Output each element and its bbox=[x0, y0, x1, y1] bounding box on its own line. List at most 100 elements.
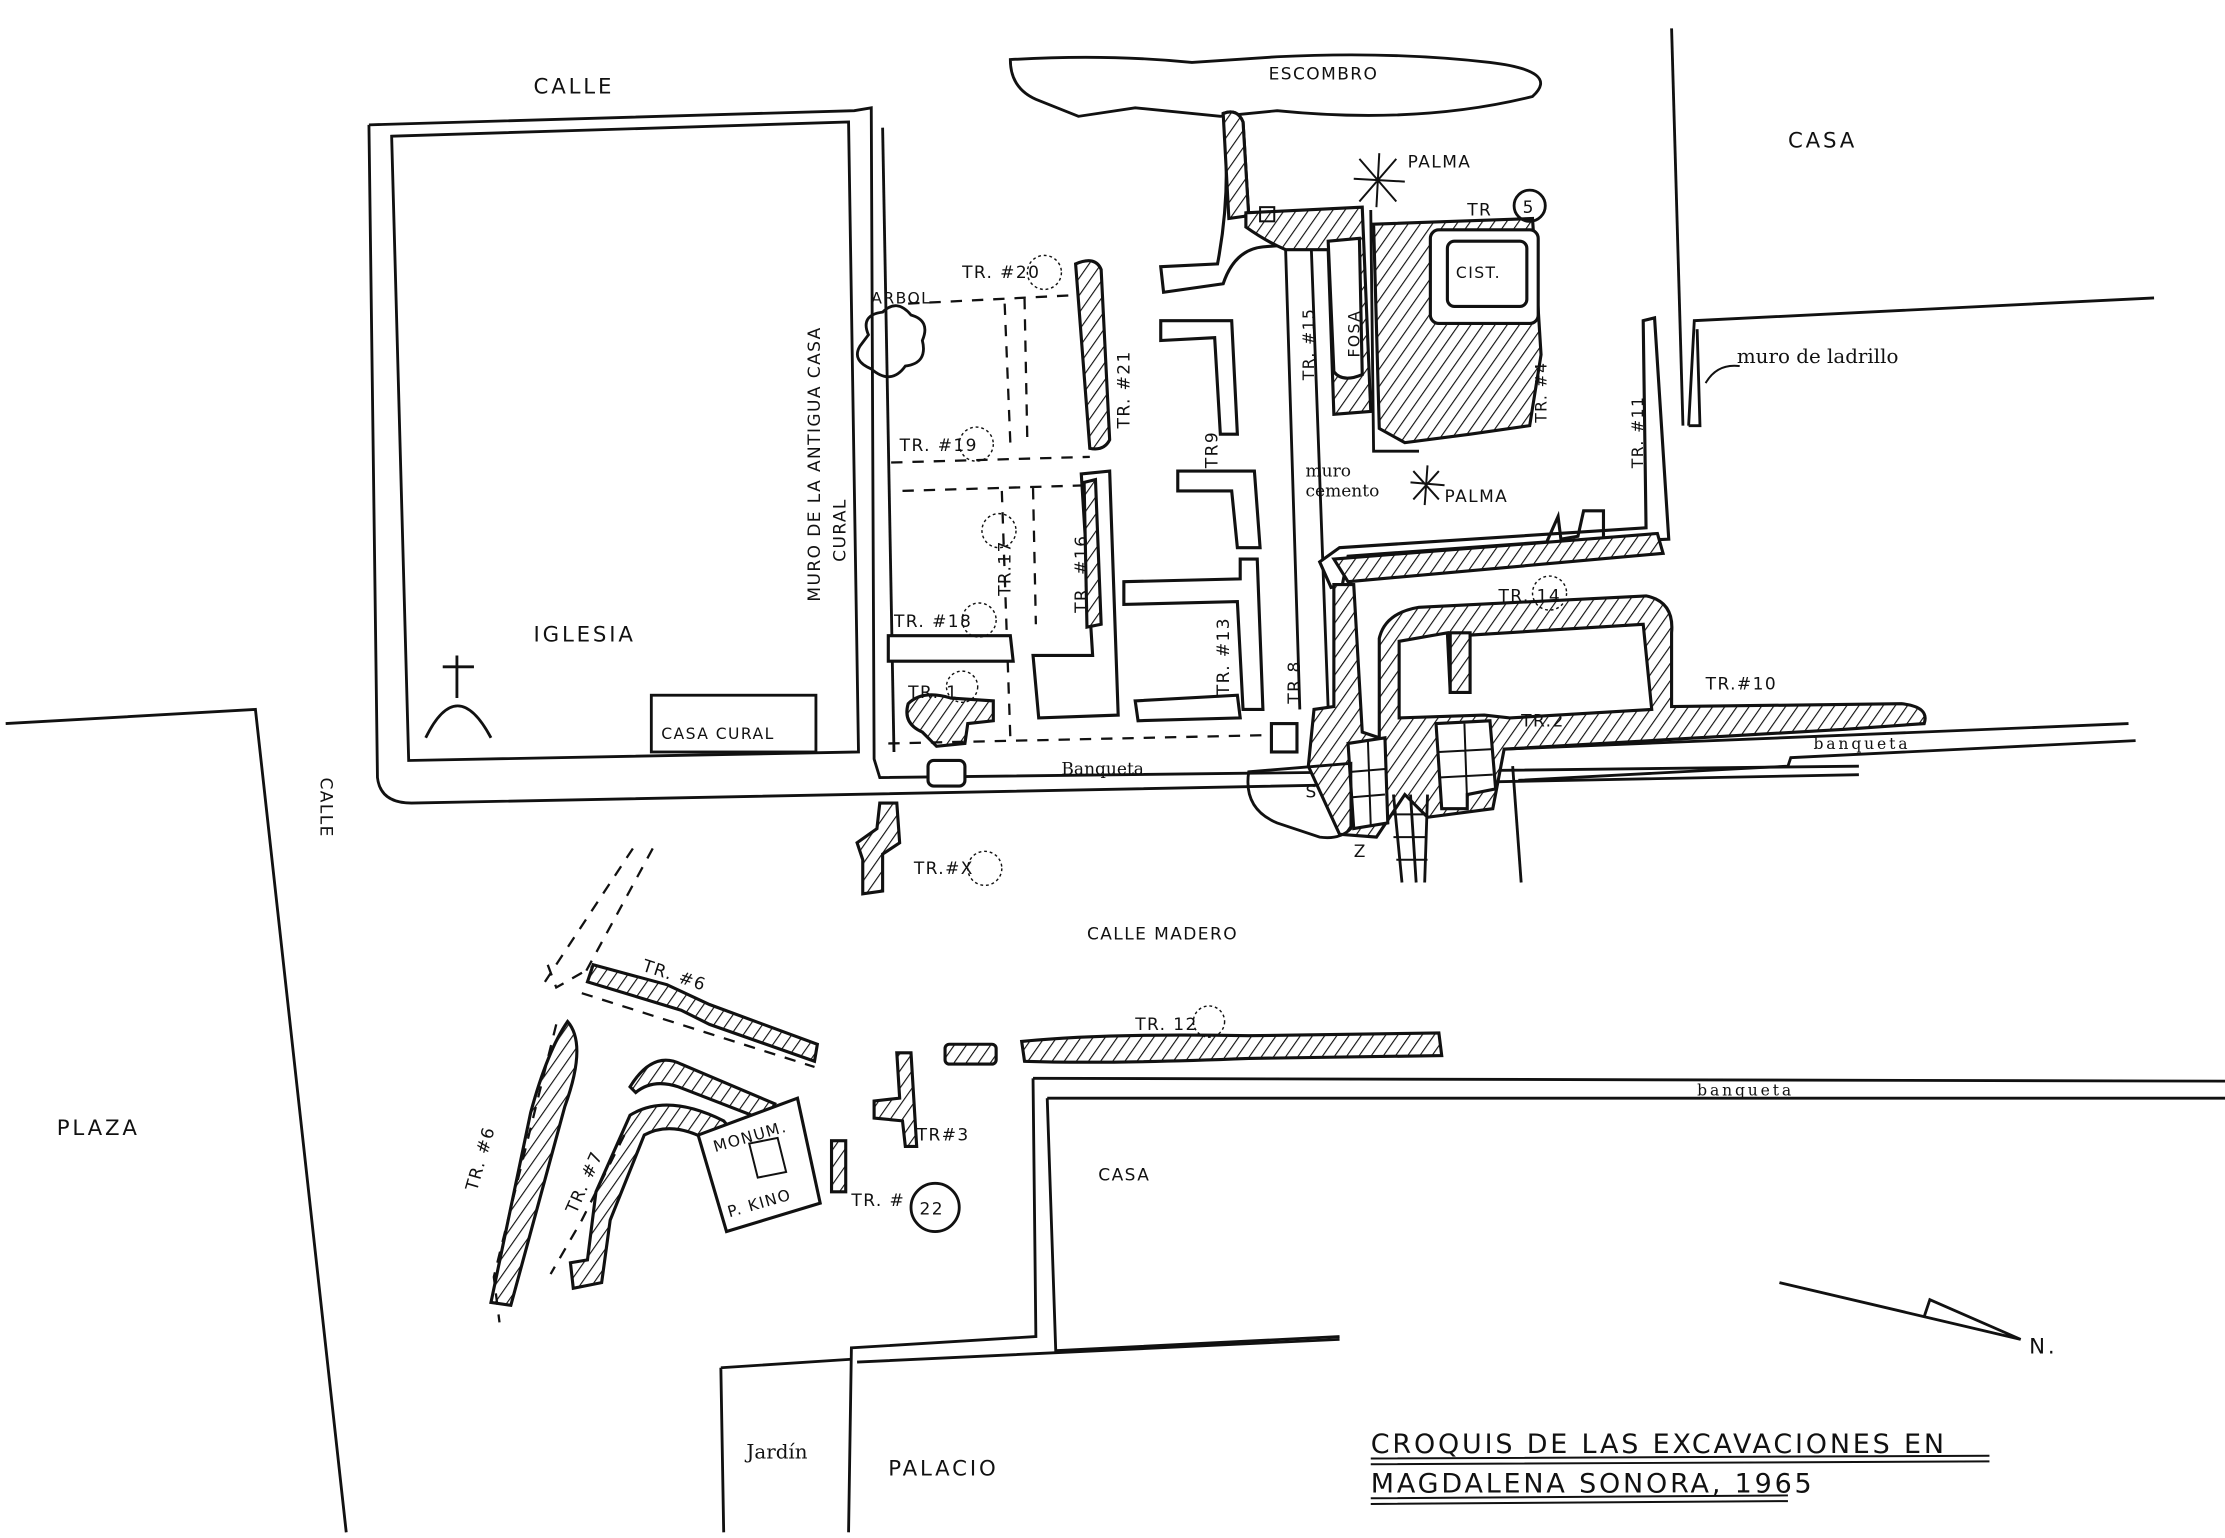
tr9-prefix: TR bbox=[1203, 443, 1223, 469]
tr18-label: TR. #18 bbox=[893, 612, 972, 632]
tr13-number: 13 bbox=[1214, 617, 1234, 641]
wall-tr9-lower bbox=[1176, 469, 1262, 550]
casa-cural-box bbox=[649, 693, 818, 754]
tr15-prefix: TR. # bbox=[1300, 330, 1318, 381]
tr8-label: TR.8 bbox=[1285, 660, 1305, 705]
tr6-side-prefix: TR. # bbox=[462, 1136, 496, 1194]
wall-tr18 bbox=[886, 634, 1015, 663]
tr15-number: 15 bbox=[1300, 308, 1318, 331]
tr14-inner-spur bbox=[1448, 631, 1472, 694]
tr2-label: TR.2 bbox=[1520, 711, 1565, 731]
cobblestone-lines-s bbox=[1350, 740, 1386, 826]
tr6-side-dashed bbox=[492, 1024, 558, 1323]
stairs-z bbox=[1392, 794, 1429, 883]
tr18-prefix: TR. # bbox=[893, 612, 948, 632]
tr12-circle bbox=[1192, 1005, 1226, 1038]
wall-tr6-side bbox=[489, 1019, 579, 1308]
tr21-prefix: TR. # bbox=[1115, 375, 1135, 430]
palacio-label: PALACIO bbox=[888, 1457, 998, 1482]
tr21-label: TR. #21 bbox=[1115, 350, 1135, 429]
map-title-line-2: MAGDALENA SONORA, 1965 bbox=[1371, 1469, 1815, 1500]
fosa-label: FOSA bbox=[1345, 310, 1363, 358]
small-square-marker bbox=[1259, 206, 1276, 223]
banqueta-lower-line bbox=[1518, 739, 2136, 782]
tr9-label: TR9 bbox=[1203, 431, 1223, 469]
tr5-prefix: TR bbox=[1466, 201, 1492, 221]
tr17-dashed-outline bbox=[902, 484, 1090, 738]
muro-ladrillo-label: muro de ladrillo bbox=[1737, 345, 1899, 368]
casa-top-right-wall bbox=[1670, 28, 1685, 426]
tr17-circle bbox=[981, 512, 1017, 549]
s-area-outline bbox=[1246, 761, 1353, 840]
cisterna-label: CIST. bbox=[1456, 264, 1501, 282]
plaza-wall bbox=[5, 707, 348, 1533]
tr19-label: TR. #19 bbox=[899, 436, 978, 456]
palacio-walls bbox=[719, 1337, 1340, 1533]
tr22-number: 22 bbox=[920, 1200, 945, 1220]
tr1-circle bbox=[945, 670, 979, 704]
monumento-kino bbox=[696, 1096, 823, 1234]
tr4-label: TR. #4 bbox=[1533, 362, 1551, 424]
church-inner-wall bbox=[390, 120, 860, 762]
banqueta-dashed-line bbox=[888, 733, 1278, 745]
church-outer-wall bbox=[368, 106, 1859, 779]
tr18-number: 18 bbox=[948, 612, 973, 632]
tr12-prefix: TR. bbox=[1134, 1015, 1166, 1035]
muro-ladrillo-arrow bbox=[1704, 364, 1740, 384]
tr10-number: 10 bbox=[1753, 675, 1778, 695]
tr2-prefix: TR. bbox=[1520, 711, 1552, 731]
muro-antigua-label-1: MURO DE LA ANTIGUA CASA bbox=[805, 326, 825, 601]
cobblestone-lines-z bbox=[1438, 723, 1493, 806]
tr11-label: TR. #11 bbox=[1629, 396, 1647, 470]
map-title-year: , 1965 bbox=[1712, 1469, 1815, 1500]
north-arrow-icon bbox=[1779, 1281, 2022, 1341]
cisterna-inner bbox=[1445, 239, 1529, 309]
monument-pedestal bbox=[748, 1136, 788, 1179]
property-line-z bbox=[1511, 766, 1523, 883]
muro-antigua-label-2: CURAL bbox=[831, 498, 851, 562]
muro-cemento-label-1: muro bbox=[1305, 462, 1350, 482]
s-marker: S bbox=[1305, 782, 1317, 802]
tr6-side-number: 6 bbox=[477, 1124, 500, 1141]
plaza-label: PLAZA bbox=[57, 1116, 140, 1141]
tr5-number: 5 bbox=[1523, 198, 1535, 218]
escombro-label: ESCOMBRO bbox=[1269, 64, 1379, 84]
tr1-number: 1 bbox=[946, 683, 958, 703]
muro-ladrillo-wall bbox=[1687, 296, 2155, 426]
wall-tr3 bbox=[872, 1051, 919, 1148]
church-block bbox=[367, 106, 1859, 805]
jardin-label: Jardín bbox=[744, 1441, 807, 1464]
fosa-pit bbox=[1326, 236, 1364, 380]
tr4-prefix: TR. # bbox=[1533, 373, 1551, 424]
wall-tr12 bbox=[1019, 1031, 1444, 1064]
tr16-prefix: TR. # bbox=[1072, 559, 1092, 614]
tr20-prefix: TR. # bbox=[961, 263, 1016, 283]
central-excavation bbox=[886, 110, 2136, 883]
wall-tr6-top bbox=[585, 962, 820, 1064]
tr17-number: 17 bbox=[995, 540, 1015, 564]
stairs-treads bbox=[1390, 813, 1428, 861]
tr5-circle bbox=[1512, 188, 1547, 223]
street-label-calle-top: CALLE bbox=[534, 75, 615, 100]
tr4-number: 4 bbox=[1533, 362, 1551, 373]
tr10-label: TR.#10 bbox=[1705, 675, 1777, 695]
tr17-prefix: TR. bbox=[995, 565, 1015, 597]
cross-icon bbox=[442, 655, 474, 699]
calle-madero-label: CALLE MADERO bbox=[1087, 924, 1238, 944]
wall-tr13 bbox=[1122, 557, 1265, 711]
small-block-banqueta bbox=[926, 758, 967, 788]
wall-small-block bbox=[943, 1042, 998, 1066]
muro-ladrillo-edge bbox=[1688, 329, 1702, 428]
wall-tr11-hatch bbox=[1331, 531, 1666, 584]
tr1-label: TR. 1 bbox=[907, 683, 958, 703]
tr12-number: 12 bbox=[1173, 1015, 1198, 1035]
tr17-label: TR.17 bbox=[995, 540, 1015, 597]
wall-tr22 bbox=[829, 1139, 848, 1194]
trx-circle bbox=[967, 850, 1003, 887]
casa-cural-label: CASA CURAL bbox=[661, 725, 774, 743]
tr22-label: TR. # bbox=[850, 1191, 905, 1211]
tr13-prefix: TR. # bbox=[1214, 641, 1234, 696]
muro-cemento-line bbox=[1369, 209, 1420, 453]
tr12-label: TR. 12 bbox=[1134, 1015, 1198, 1035]
